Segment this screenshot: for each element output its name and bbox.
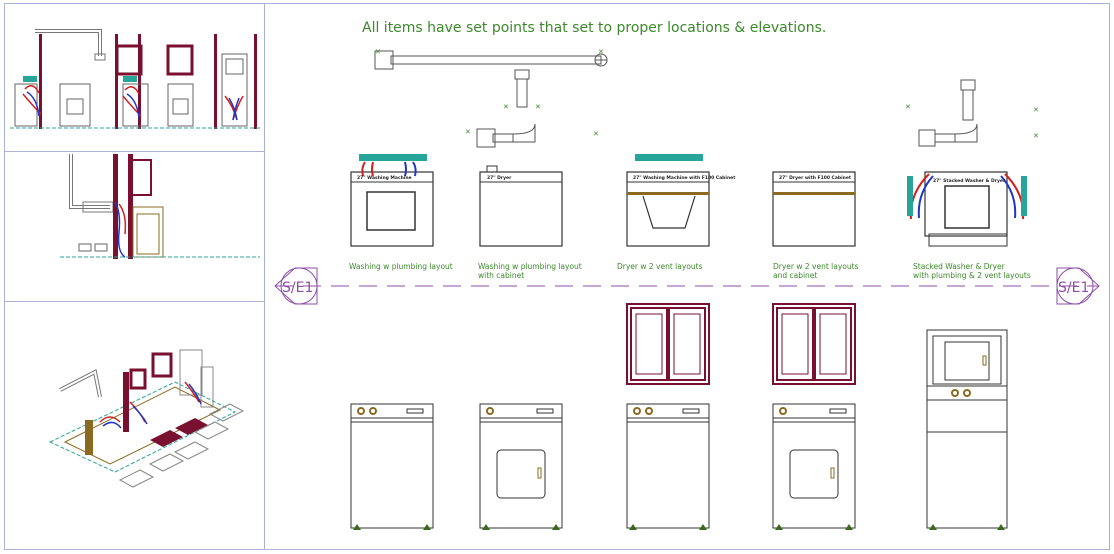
plan-washer-cabinet[interactable] bbox=[626, 154, 710, 247]
viewport-side-elevation[interactable] bbox=[4, 151, 265, 302]
front-washer-under-cabinet[interactable] bbox=[626, 403, 710, 529]
svg-text:✕: ✕ bbox=[1033, 133, 1039, 140]
plan-dryer-cabinet[interactable] bbox=[772, 171, 856, 247]
set-points: ✕ ✕ ✕ ✕ ✕ ✕ ✕ ✕ ✕ bbox=[375, 49, 1039, 140]
isometric-drawing bbox=[48, 349, 245, 488]
svg-text:✕: ✕ bbox=[375, 49, 381, 56]
plan-washer-title: 27" Washing Machine bbox=[357, 175, 412, 181]
plan-dryer-title: 27" Dryer bbox=[487, 175, 512, 181]
wall-cabinet-2[interactable] bbox=[772, 303, 856, 385]
svg-text:✕: ✕ bbox=[1033, 107, 1039, 114]
plan-stacked-label-2: with plumbing & 2 vent layouts bbox=[913, 271, 1031, 280]
plan-dryer-cabinet-title: 27" Dryer with F100 Cabinet bbox=[779, 175, 852, 181]
viewport-isometric[interactable] bbox=[4, 301, 265, 550]
vent-duct-right bbox=[918, 79, 978, 147]
svg-text:✕: ✕ bbox=[905, 104, 911, 111]
vent-duct-elbow bbox=[476, 123, 536, 148]
section-tag-right: S/E1 bbox=[1058, 280, 1089, 296]
plan-washer-label: Washing w plumbing layout bbox=[349, 262, 453, 271]
front-stacked-washer-dryer[interactable] bbox=[926, 329, 1008, 529]
svg-text:✕: ✕ bbox=[465, 129, 471, 136]
plan-dryer-label-1: Washing w plumbing layout bbox=[478, 262, 582, 271]
plan-stacked-washer-dryer[interactable] bbox=[907, 171, 1027, 247]
plan-dryer-cabinet-label-1: Dryer w 2 vent layouts bbox=[773, 262, 859, 271]
vent-duct-vertical bbox=[514, 69, 530, 108]
vent-duct-horizontal bbox=[374, 50, 608, 70]
appliance-feet bbox=[353, 524, 1005, 530]
svg-text:✕: ✕ bbox=[503, 104, 509, 111]
plan-dryer-label-2: with cabinet bbox=[478, 271, 524, 280]
plan-dryer-cabinet-label-2: and cabinet bbox=[773, 271, 817, 280]
front-elevation-drawing bbox=[10, 29, 260, 129]
plan-dryer[interactable] bbox=[479, 165, 563, 247]
section-line bbox=[274, 267, 1100, 305]
plan-washer-cabinet-label: Dryer w 2 vent layouts bbox=[617, 262, 703, 271]
side-elevation-drawing bbox=[60, 154, 260, 259]
main-layout-drawing: All items have set points that set to pr… bbox=[274, 20, 1100, 530]
svg-text:✕: ✕ bbox=[593, 131, 599, 138]
drawing-note: All items have set points that set to pr… bbox=[362, 20, 826, 36]
svg-text:✕: ✕ bbox=[535, 104, 541, 111]
front-dryer-under-cabinet[interactable] bbox=[772, 403, 856, 529]
viewport-front-elevation[interactable] bbox=[4, 3, 265, 152]
wall-cabinet-1[interactable] bbox=[626, 303, 710, 385]
front-washer[interactable] bbox=[350, 403, 434, 529]
viewport-main-layout[interactable]: All items have set points that set to pr… bbox=[264, 3, 1110, 550]
plan-stacked-title: 27" Stacked Washer & Dryer bbox=[933, 178, 1006, 184]
plan-stacked-label-1: Stacked Washer & Dryer bbox=[913, 262, 1006, 271]
svg-text:✕: ✕ bbox=[598, 49, 604, 56]
front-dryer[interactable] bbox=[479, 403, 563, 529]
plan-washer-cabinet-title: 27" Washing Machine with F100 Cabinet bbox=[633, 175, 736, 181]
plan-washer[interactable] bbox=[350, 154, 434, 247]
section-tag-left: S/E1 bbox=[282, 280, 313, 296]
